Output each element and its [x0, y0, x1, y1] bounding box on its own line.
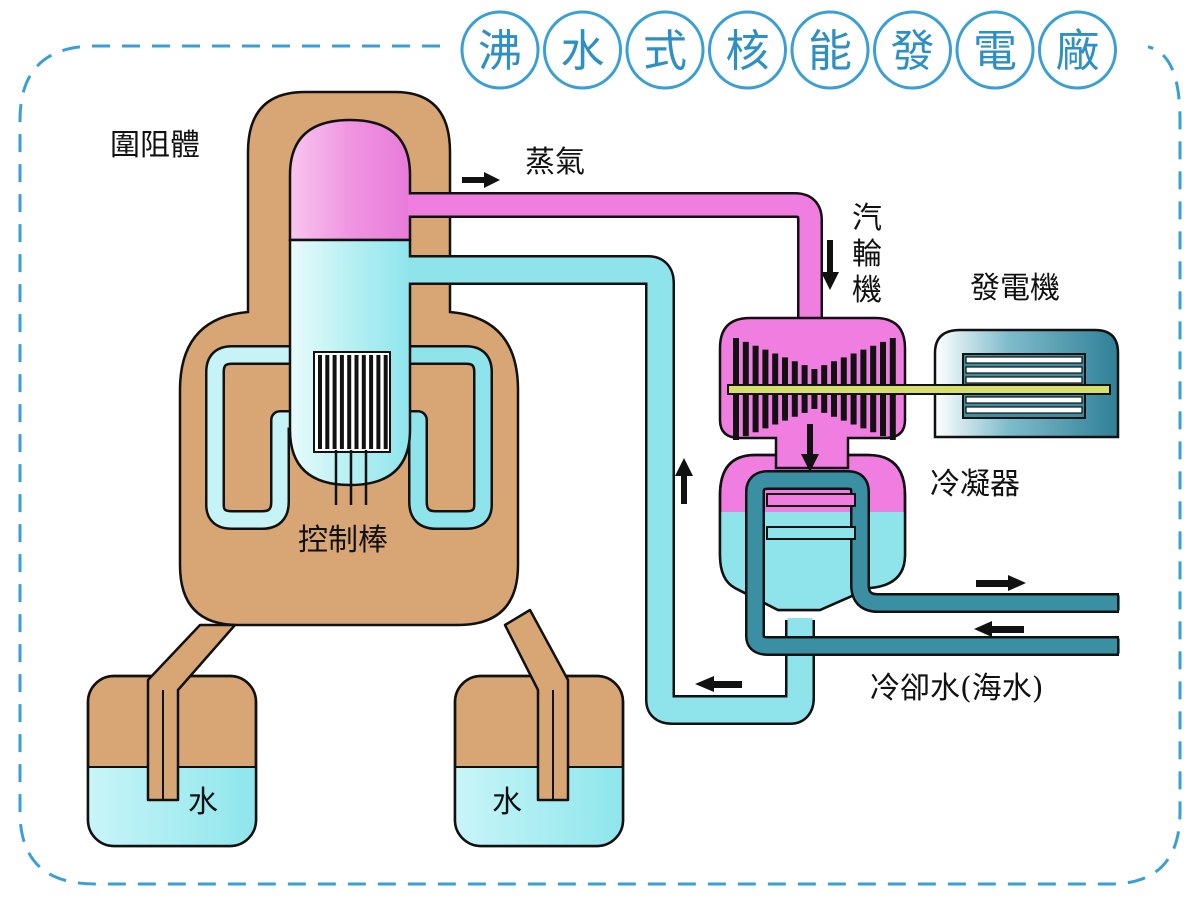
cooling-water-pipe: [745, 470, 1120, 656]
title-char: 電: [973, 26, 1017, 77]
condenser-inlet-arrow: [801, 424, 819, 472]
flow-arrows: [462, 172, 1026, 692]
control-rods-label: 控制棒: [298, 523, 388, 558]
title-circle: [708, 10, 787, 90]
water-right-label: 水: [492, 785, 522, 820]
frame-border: [18, 44, 1182, 886]
title-circle: [1038, 10, 1117, 90]
steam-pipe: [408, 192, 823, 332]
feedwater-left-arrow: [695, 676, 742, 692]
turbine-inlet-arrow: [821, 240, 839, 290]
condenser-label: 冷凝器: [930, 467, 1020, 502]
water-tank-right: [453, 674, 625, 848]
feedwater-pipe: [408, 255, 815, 725]
title-banner: 沸水式核能發電廠: [448, 10, 1148, 90]
seawater-in-arrow: [974, 621, 1024, 637]
title-char: 沸: [478, 26, 522, 77]
turbine-shaft: [727, 384, 1111, 395]
title-char: 廠: [1056, 26, 1100, 77]
turbine-label: 汽輪機: [852, 201, 882, 308]
title-circle: [790, 10, 870, 90]
title-char: 水: [561, 26, 605, 77]
containment-legs: [146, 608, 570, 802]
control-rods: [334, 450, 368, 505]
title-char: 核: [726, 26, 770, 77]
containment-label: 圍阻體: [110, 128, 200, 163]
title-char: 能: [808, 26, 852, 77]
title-circle: [460, 10, 540, 90]
title-circle: [543, 10, 622, 90]
generator: [933, 328, 1120, 439]
title-char: 發: [891, 26, 935, 77]
cooling-water-label: 冷卻水(海水): [870, 671, 1043, 706]
generator-label: 發電機: [970, 271, 1060, 306]
steam-flow-arrow: [462, 172, 500, 188]
title-circle: [873, 10, 952, 90]
title-circle: [955, 10, 1035, 90]
title-circle: [625, 10, 705, 90]
feedwater-up-arrow: [675, 458, 693, 504]
seawater-out-arrow: [976, 575, 1026, 591]
water-left-label: 水: [188, 785, 218, 820]
reactor-core: [313, 351, 391, 453]
steam-label: 蒸氣: [525, 145, 585, 180]
recirculation-loops: [205, 345, 493, 530]
title-char: 式: [643, 26, 687, 77]
